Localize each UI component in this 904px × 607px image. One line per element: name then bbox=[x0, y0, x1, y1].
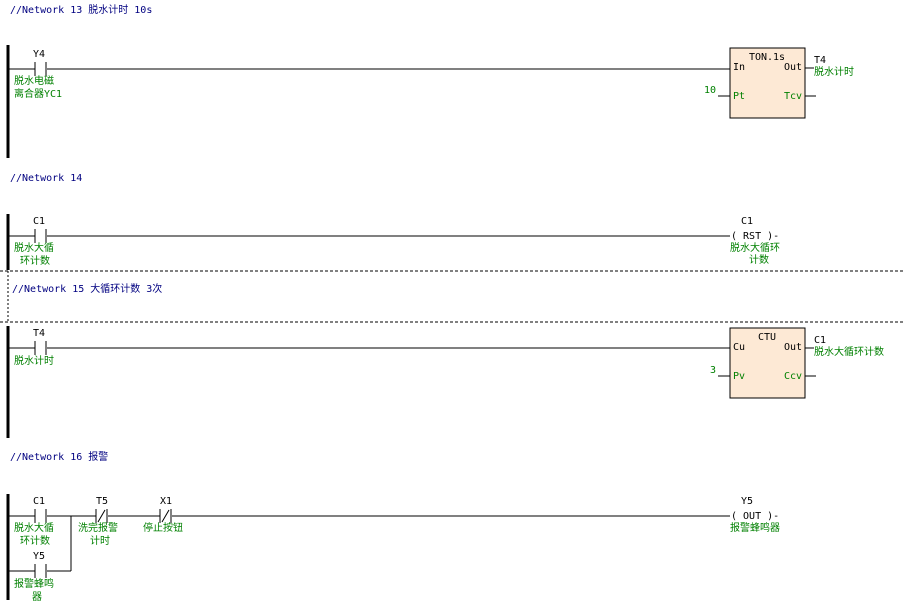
network-13[interactable]: //Network 13 脱水计时 10s Y4 脱水电磁 离合器YC1 TON… bbox=[6, 3, 854, 158]
contact-c1[interactable]: C1 脱水大循 环计数 bbox=[14, 496, 54, 547]
block-in-pin: Cu bbox=[733, 342, 745, 353]
block-out-pin: Out bbox=[784, 62, 802, 73]
network-comment: //Network 14 bbox=[10, 173, 82, 184]
coil-label-line: 报警蜂鸣器 bbox=[730, 521, 780, 534]
coil-address: Y5 bbox=[741, 496, 753, 507]
contact-label-line: 停止按钮 bbox=[143, 521, 183, 534]
block-out-label: 脱水大循环计数 bbox=[814, 345, 884, 358]
block-out-pin: Out bbox=[784, 342, 802, 353]
network-16[interactable]: //Network 16 报警 C1 脱水大循 环计数 T5 洗完报警 计时 bbox=[6, 450, 780, 603]
network-comment: //Network 16 报警 bbox=[10, 450, 108, 463]
contact-label-line: 计时 bbox=[90, 534, 110, 547]
ton-timer-block[interactable]: TON.1s In Out Pt Tcv 10 T4 脱水计时 bbox=[704, 47, 854, 119]
contact-y5-parallel[interactable]: Y5 报警蜂鸣 器 bbox=[14, 551, 54, 603]
block-out-address: T4 bbox=[814, 55, 826, 66]
coil-label-line: 脱水大循环 bbox=[730, 241, 780, 254]
contact-address: C1 bbox=[33, 496, 45, 507]
network-14[interactable]: //Network 14 C1 脱水大循 环计数 C1 ( RST )- 脱水大… bbox=[6, 173, 780, 270]
contact-label-line: 脱水大循 bbox=[14, 241, 54, 254]
coil-text: ( OUT )- bbox=[731, 511, 779, 522]
reset-coil-c1[interactable]: C1 ( RST )- 脱水大循环 计数 bbox=[730, 216, 780, 266]
contact-address: Y5 bbox=[33, 551, 45, 562]
output-coil-y5[interactable]: Y5 ( OUT )- 报警蜂鸣器 bbox=[730, 496, 780, 534]
network-comment: //Network 15 大循环计数 3次 bbox=[12, 282, 162, 295]
contact-label-line: 环计数 bbox=[20, 534, 50, 547]
contact-t5[interactable]: T5 洗完报警 计时 bbox=[78, 496, 118, 547]
contact-address: C1 bbox=[33, 216, 45, 227]
contact-label-line: 环计数 bbox=[20, 254, 50, 267]
block-value-pin: Tcv bbox=[784, 91, 802, 102]
contact-x1[interactable]: X1 停止按钮 bbox=[143, 496, 183, 534]
coil-address: C1 bbox=[741, 216, 753, 227]
contact-y4[interactable]: Y4 脱水电磁 离合器YC1 bbox=[14, 49, 62, 100]
contact-label-line: 报警蜂鸣 bbox=[14, 577, 54, 590]
contact-address: X1 bbox=[160, 496, 172, 507]
contact-label-line: 脱水电磁 bbox=[14, 74, 54, 87]
block-param-value: 3 bbox=[710, 365, 716, 376]
contact-label-line: 脱水计时 bbox=[14, 354, 54, 367]
block-value-pin: Ccv bbox=[784, 371, 802, 382]
block-in-pin: In bbox=[733, 62, 745, 73]
block-name: CTU bbox=[758, 332, 776, 343]
contact-label-line: 脱水大循 bbox=[14, 521, 54, 534]
block-param-pin: Pt bbox=[733, 91, 745, 102]
block-name: TON.1s bbox=[749, 52, 785, 63]
network-15[interactable]: //Network 15 大循环计数 3次 T4 脱水计时 CTU Cu Out… bbox=[6, 282, 884, 438]
ctu-counter-block[interactable]: CTU Cu Out Pv Ccv 3 C1 脱水大循环计数 bbox=[710, 327, 884, 399]
block-param-pin: Pv bbox=[733, 371, 745, 382]
contact-label-line: 离合器YC1 bbox=[14, 87, 62, 100]
network-comment: //Network 13 脱水计时 10s bbox=[10, 3, 152, 16]
block-param-value: 10 bbox=[704, 85, 716, 96]
contact-label-line: 洗完报警 bbox=[78, 521, 118, 534]
contact-address: T4 bbox=[33, 328, 45, 339]
coil-text: ( RST )- bbox=[731, 231, 779, 242]
block-out-label: 脱水计时 bbox=[814, 65, 854, 78]
contact-address: T5 bbox=[96, 496, 108, 507]
contact-label-line: 器 bbox=[32, 591, 42, 603]
contact-c1[interactable]: C1 脱水大循 环计数 bbox=[14, 216, 54, 267]
coil-label-line: 计数 bbox=[749, 253, 769, 266]
contact-t4[interactable]: T4 脱水计时 bbox=[14, 328, 54, 367]
contact-address: Y4 bbox=[33, 49, 45, 60]
block-out-address: C1 bbox=[814, 335, 826, 346]
